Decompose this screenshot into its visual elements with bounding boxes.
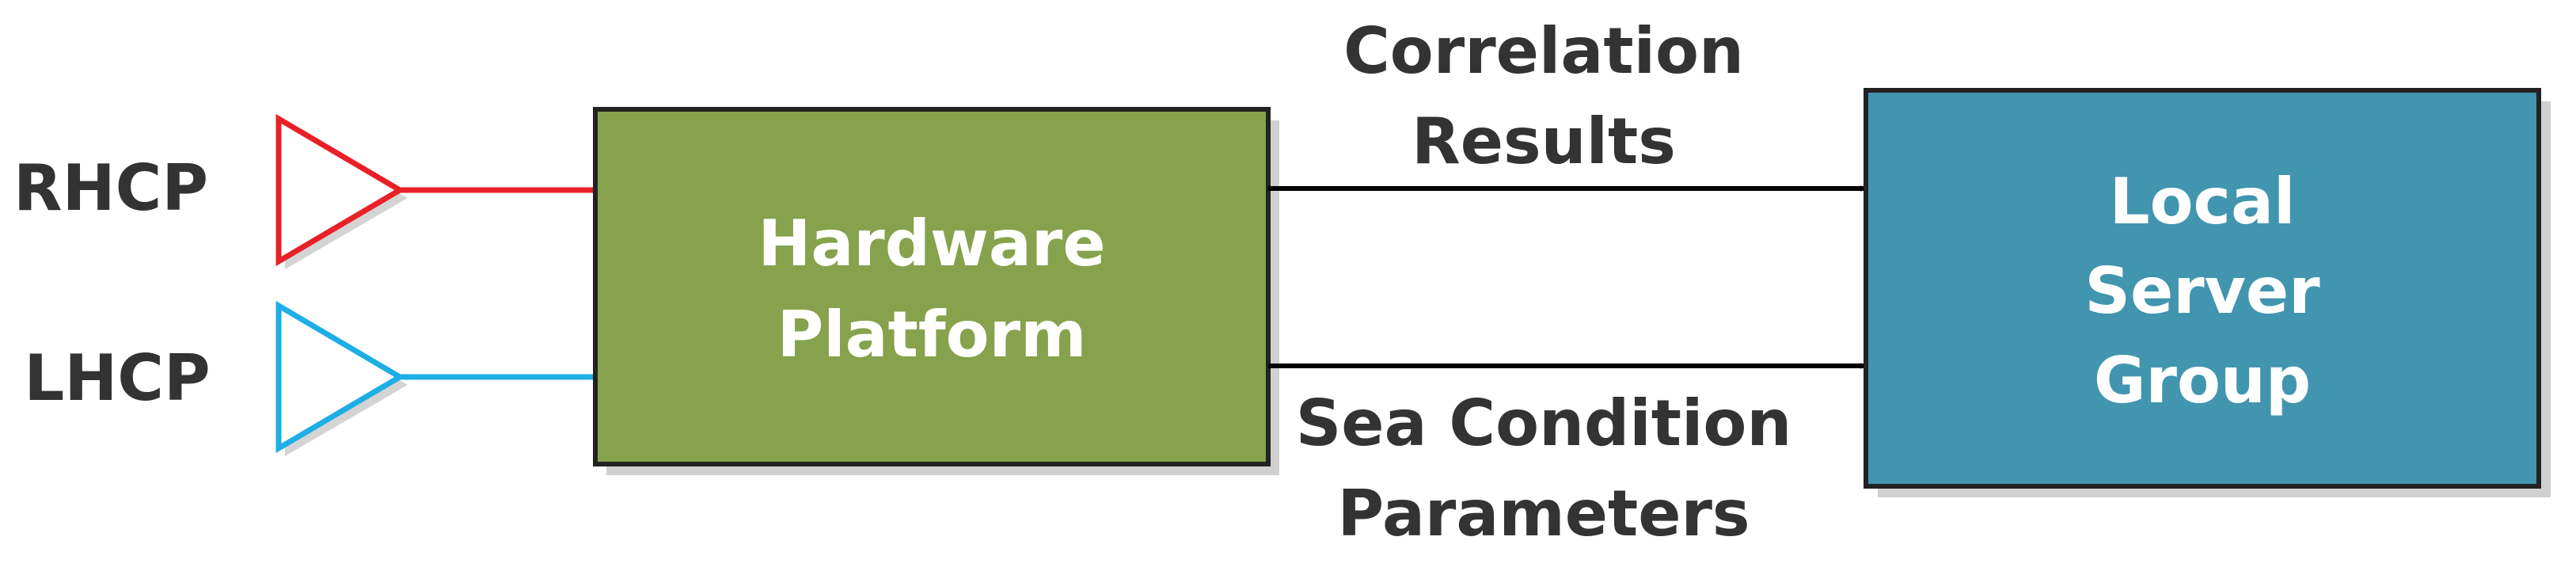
local-server-group-label-line1: Local xyxy=(2110,165,2296,238)
lhcp-antenna-icon xyxy=(275,300,405,454)
lhcp-label: LHCP xyxy=(24,341,210,415)
hardware-platform-label-line1: Hardware xyxy=(758,207,1105,280)
correlation-results-label-line2: Results xyxy=(1411,105,1676,178)
local-server-group-label-line2: Server xyxy=(2084,254,2320,328)
local-server-group-label-line3: Group xyxy=(2094,344,2311,417)
hardware-platform-label-line2: Platform xyxy=(777,298,1087,371)
hardware-platform-box xyxy=(593,107,1271,466)
rhcp-antenna-icon xyxy=(275,113,405,267)
sea-condition-label-line2: Parameters xyxy=(1337,477,1750,550)
rhcp-label: RHCP xyxy=(13,151,208,225)
local-server-group-box xyxy=(1864,88,2541,489)
correlation-results-label-line1: Correlation xyxy=(1343,14,1744,88)
sea-condition-label-line1: Sea Condition xyxy=(1296,386,1792,460)
